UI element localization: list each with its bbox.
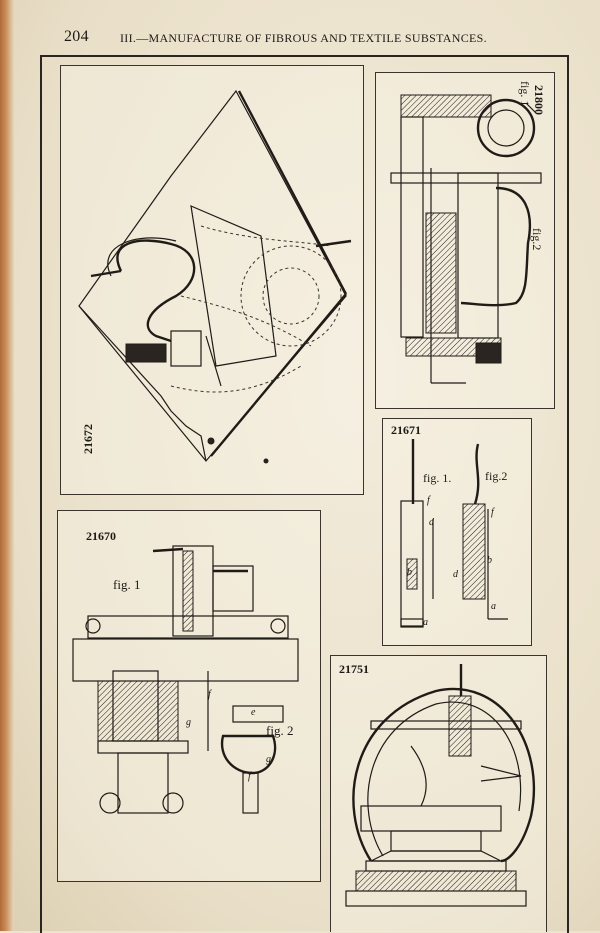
part-letter: e	[251, 707, 256, 718]
book-spine-edge	[0, 0, 14, 931]
fig-1-label: fig. 1	[113, 577, 141, 592]
figure-panel-21751: 21751	[330, 655, 547, 932]
page-header: 204 III.—MANUFACTURE OF FIBROUS AND TEXT…	[60, 28, 580, 52]
running-head: III.—MANUFACTURE OF FIBROUS AND TEXTILE …	[120, 31, 487, 45]
needle-mechanism-drawing	[390, 94, 542, 384]
figure-panel-21670: 21670 fig. 1 fig. 2 f g e g f	[57, 510, 321, 882]
patent-number-21671: 21671	[391, 423, 421, 437]
fig-1-label: fig. 1	[518, 81, 532, 107]
fig-2-label: fig. 2	[266, 723, 294, 738]
part-letter: f	[427, 495, 430, 506]
part-letter: g	[186, 717, 191, 728]
part-letter: f	[208, 689, 211, 700]
circular-frame-sewing-machine-drawing	[345, 664, 536, 907]
fig-1-label: fig. 1.	[423, 471, 452, 485]
patent-number-21751: 21751	[339, 662, 369, 676]
sewing-machine-head-drawing	[72, 545, 299, 814]
part-letter: d	[453, 569, 458, 580]
patent-number-21672: 21672	[81, 424, 95, 454]
part-letter: d	[429, 517, 434, 528]
figure-panel-21672: 21672	[60, 65, 364, 495]
part-letter: f	[491, 507, 494, 518]
figure-panel-21800: 21800 fig. 1 fig.2	[375, 72, 555, 409]
needle-bar-drawing	[400, 439, 508, 628]
part-letter: a	[491, 601, 496, 612]
page-number: 204	[64, 28, 89, 45]
illustration-frame	[40, 55, 569, 933]
fig-2-label: fig.2	[485, 469, 508, 483]
part-letter: b	[487, 555, 492, 566]
part-letter: a	[423, 617, 428, 628]
figure-panel-21671: 21671 fig. 1. fig.2 f d b a f b d a	[382, 418, 532, 646]
part-letter: g	[266, 754, 271, 765]
part-letter: b	[407, 567, 412, 578]
patent-number-21800: 21800	[532, 85, 546, 115]
sewing-machine-table-drawing	[78, 89, 352, 464]
patent-number-21670: 21670	[86, 529, 116, 543]
fig-2-label: fig.2	[530, 228, 544, 251]
part-letter: f	[248, 771, 251, 782]
